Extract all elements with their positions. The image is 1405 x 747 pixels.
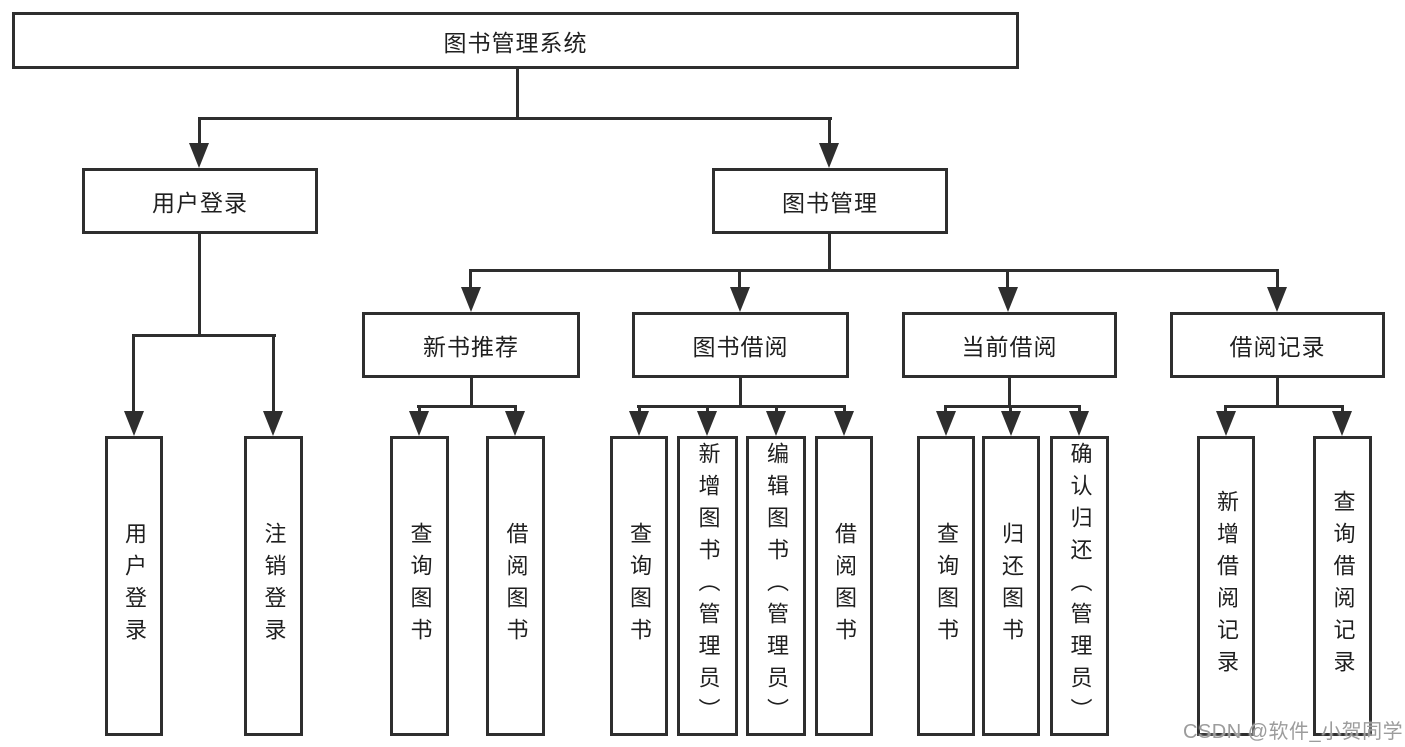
node-label: 用户登录 xyxy=(152,190,248,216)
connector-line xyxy=(738,269,741,289)
node-label: 图书管理系统 xyxy=(443,29,588,56)
node-library-management-system: 图书管理系统 xyxy=(12,12,1019,69)
connector-line xyxy=(272,334,275,414)
arrow-down-icon xyxy=(124,411,144,436)
leaf-label: 查询图书 xyxy=(934,522,959,650)
leaf-label: 借阅图书 xyxy=(503,522,529,650)
leaf-label: 注销登录 xyxy=(261,522,287,650)
connector-rail xyxy=(1224,405,1344,408)
csdn-watermark: CSDN @软件_小贺同学 xyxy=(1183,721,1404,743)
connector-line xyxy=(418,405,421,415)
leaf-add-borrow-record: 新增借阅记录 xyxy=(1197,436,1255,736)
connector-rail xyxy=(944,405,1081,408)
connector-line xyxy=(843,405,846,415)
leaf-borrow-books: 借阅图书 xyxy=(815,436,873,736)
connector-line xyxy=(1276,269,1279,289)
leaf-logout: 注销登录 xyxy=(244,436,303,736)
connector-line xyxy=(775,405,778,415)
leaf-user-login: 用户登录 xyxy=(105,436,163,736)
leaf-borrow-books-recommend: 借阅图书 xyxy=(486,436,545,736)
connector-line xyxy=(944,405,947,415)
connector-line xyxy=(1276,376,1279,408)
leaf-query-borrow-record: 查询借阅记录 xyxy=(1313,436,1372,736)
node-label: 借阅记录 xyxy=(1229,334,1326,360)
leaf-edit-books-admin: 编辑图书（管理员） xyxy=(746,436,806,736)
arrow-down-icon xyxy=(697,411,717,436)
arrow-down-icon xyxy=(1216,411,1236,436)
leaf-label: 查询借阅记录 xyxy=(1330,490,1356,682)
connector-rail xyxy=(637,405,846,408)
leaf-label: 新增图书（管理员） xyxy=(695,442,721,730)
arrow-down-icon xyxy=(936,411,956,436)
connector-rail xyxy=(198,117,832,120)
connector-line xyxy=(1009,405,1012,415)
arrow-down-icon xyxy=(766,411,786,436)
connector-line xyxy=(469,269,472,289)
leaf-query-books-current: 查询图书 xyxy=(917,436,975,736)
arrow-down-icon xyxy=(189,143,209,168)
arrow-down-icon xyxy=(998,287,1018,312)
node-book-management: 图书管理 xyxy=(712,168,948,234)
leaf-label: 用户登录 xyxy=(122,522,147,650)
node-new-book-recommend: 新书推荐 xyxy=(362,312,580,378)
connector-line xyxy=(1006,269,1009,289)
leaf-label: 查询图书 xyxy=(627,522,652,650)
node-borrowing-records: 借阅记录 xyxy=(1170,312,1385,378)
leaf-label: 归还图书 xyxy=(999,522,1024,650)
connector-line xyxy=(828,117,831,147)
leaf-query-books-borrowing: 查询图书 xyxy=(610,436,668,736)
leaf-query-books-recommend: 查询图书 xyxy=(390,436,449,736)
connector-line xyxy=(198,231,201,336)
connector-line xyxy=(706,405,709,415)
leaf-label: 编辑图书（管理员） xyxy=(764,442,789,730)
arrow-down-icon xyxy=(409,411,429,436)
connector-rail xyxy=(132,334,276,337)
arrow-down-icon xyxy=(1069,411,1089,436)
connector-line xyxy=(1224,405,1227,415)
connector-line xyxy=(1078,405,1081,415)
connector-line xyxy=(514,405,517,415)
leaf-add-books-admin: 新增图书（管理员） xyxy=(677,436,738,736)
connector-line xyxy=(516,66,519,120)
node-current-borrowing: 当前借阅 xyxy=(902,312,1117,378)
node-label: 当前借阅 xyxy=(961,334,1058,360)
arrow-down-icon xyxy=(834,411,854,436)
leaf-label: 借阅图书 xyxy=(832,522,857,650)
arrow-down-icon xyxy=(730,287,750,312)
leaf-return-books: 归还图书 xyxy=(982,436,1040,736)
connector-line xyxy=(1341,405,1344,415)
node-label: 图书管理 xyxy=(782,190,878,216)
connector-line xyxy=(470,376,473,408)
leaf-label: 确认归还（管理员） xyxy=(1067,442,1093,730)
arrow-down-icon xyxy=(1267,287,1287,312)
connector-rail xyxy=(417,405,517,408)
leaf-label: 查询图书 xyxy=(407,522,433,650)
arrow-down-icon xyxy=(505,411,525,436)
connector-line xyxy=(638,405,641,415)
arrow-down-icon xyxy=(461,287,481,312)
node-label: 图书借阅 xyxy=(692,334,789,360)
connector-line xyxy=(1008,376,1011,408)
leaf-confirm-return-admin: 确认归还（管理员） xyxy=(1050,436,1109,736)
connector-rail xyxy=(469,269,1279,272)
node-label: 新书推荐 xyxy=(423,334,519,360)
node-user-login: 用户登录 xyxy=(82,168,318,234)
connector-line xyxy=(132,334,135,414)
arrow-down-icon xyxy=(263,411,283,436)
connector-line xyxy=(198,117,201,147)
arrow-down-icon xyxy=(1332,411,1352,436)
connector-line xyxy=(739,376,742,408)
connector-line xyxy=(828,231,831,272)
leaf-label: 新增借阅记录 xyxy=(1214,490,1239,682)
arrow-down-icon xyxy=(629,411,649,436)
arrow-down-icon xyxy=(1001,411,1021,436)
arrow-down-icon xyxy=(819,143,839,168)
node-book-borrowing: 图书借阅 xyxy=(632,312,849,378)
